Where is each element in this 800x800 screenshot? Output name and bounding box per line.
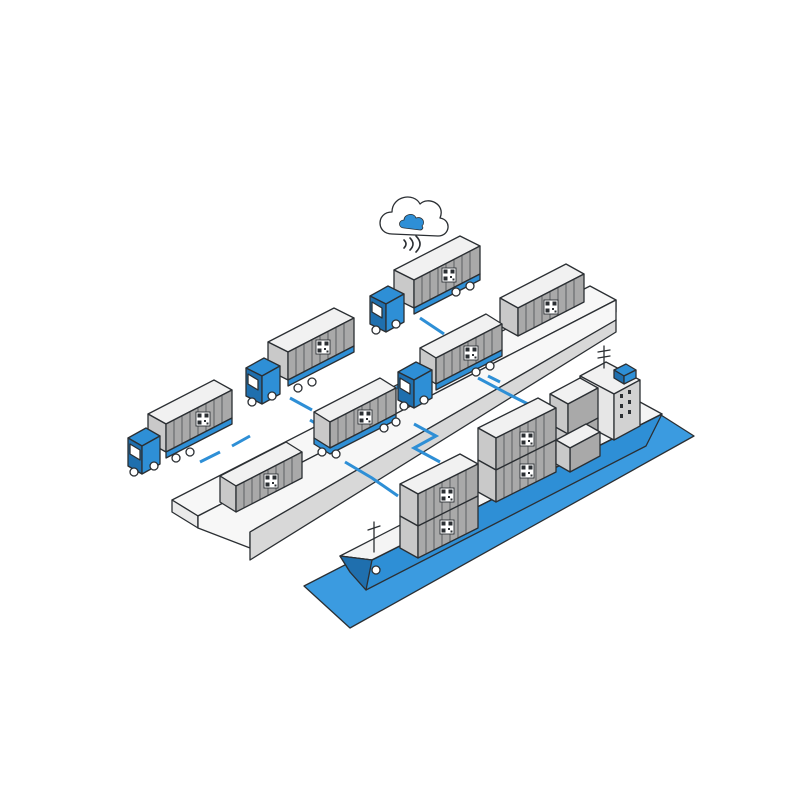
qr-code-icon xyxy=(315,339,331,355)
qr-code-icon xyxy=(439,487,455,503)
link-stack-ship xyxy=(344,460,399,498)
wireless-signal-icon xyxy=(403,235,421,253)
qr-code-icon xyxy=(263,473,279,489)
ship-container-right-low xyxy=(555,423,601,473)
ship-container-front-top xyxy=(399,453,479,527)
truck-3 xyxy=(369,235,481,335)
cloud-icon xyxy=(379,196,449,237)
cargo-ship xyxy=(339,345,663,591)
link-truck1-container-b xyxy=(231,434,251,448)
chassis-container-middle xyxy=(313,377,401,459)
qr-code-icon xyxy=(441,267,457,283)
truck-1 xyxy=(127,379,233,477)
ship-porthole xyxy=(371,565,381,575)
dock-container-back xyxy=(499,263,585,337)
qr-code-icon xyxy=(463,345,479,361)
dock-container-front xyxy=(219,441,303,513)
qr-code-icon xyxy=(543,299,559,315)
link-truck2-stack xyxy=(289,396,313,412)
link-stack-junction xyxy=(410,422,441,464)
qr-code-icon xyxy=(519,431,535,447)
qr-code-icon xyxy=(357,409,373,425)
link-truck3-truck4 xyxy=(419,316,445,336)
ship-container-front-bottom xyxy=(399,495,479,559)
qr-code-icon xyxy=(195,411,211,427)
qr-code-icon xyxy=(439,519,455,535)
ship-container-mid-bottom xyxy=(477,439,557,503)
link-ship-upper xyxy=(487,374,501,384)
qr-code-icon xyxy=(519,463,535,479)
link-truck1-container xyxy=(199,450,221,464)
truck-2 xyxy=(245,307,355,407)
truck-4 xyxy=(397,313,503,411)
